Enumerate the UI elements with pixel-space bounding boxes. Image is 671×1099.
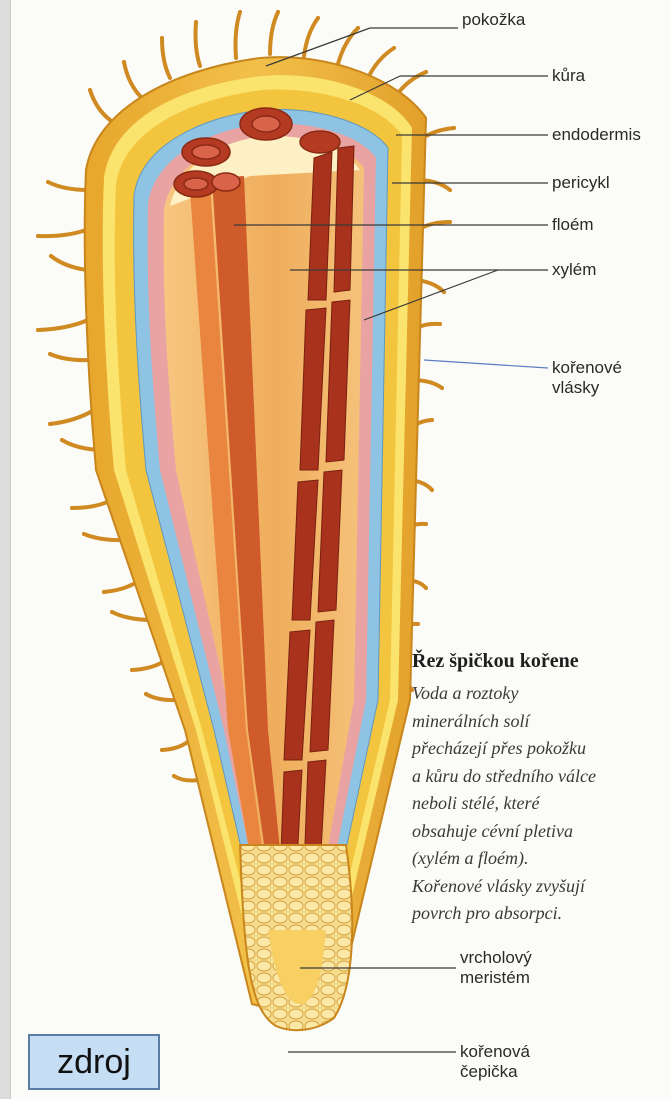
label-meristem-1: vrcholový <box>460 948 532 967</box>
caption-line: povrch pro absorpci. <box>412 900 671 928</box>
label-pericycle: pericykl <box>552 173 610 192</box>
root-hair-tip <box>88 88 92 92</box>
caption-line: neboli stélé, které <box>412 790 671 818</box>
caption-line: (xylém a floém). <box>412 845 671 873</box>
label-root-hairs-2: vlásky <box>552 378 599 397</box>
root-hair-tip <box>49 254 53 258</box>
root-hair <box>124 62 140 96</box>
root-hair-tip <box>430 488 434 492</box>
root-hair-tip <box>48 352 52 356</box>
caption-line: Kořenové vlásky zvyšují <box>412 873 671 901</box>
root-hair-tip <box>46 180 50 184</box>
root-hair-tip <box>430 418 434 422</box>
root-hair <box>51 256 87 270</box>
root-hair <box>48 182 88 190</box>
source-button[interactable]: zdroj <box>28 1034 160 1090</box>
label-phloem: floém <box>552 215 594 234</box>
root-hair-tip <box>144 692 148 696</box>
root-hair <box>162 38 170 78</box>
root-hair-tip <box>130 668 134 672</box>
label-cortex: kůra <box>552 66 585 85</box>
root-hair-tip <box>122 60 126 64</box>
label-root-cap-2: čepička <box>460 1062 518 1081</box>
root-hair-tip <box>102 590 106 594</box>
root-hair-tip <box>452 126 456 130</box>
root-hair-tip <box>60 438 64 442</box>
root-hair-tip <box>70 506 74 510</box>
root-hair-tip <box>448 188 452 192</box>
root-hair <box>270 12 278 54</box>
root-hair-tip <box>82 532 86 536</box>
caption-line: a kůru do středního válce <box>412 763 671 791</box>
root-hair-tip <box>36 234 40 238</box>
root-hair-tip <box>110 610 114 614</box>
caption-line: Voda a roztoky <box>412 680 671 708</box>
label-root-cap-1: kořenová <box>460 1042 530 1061</box>
root-hair-tip <box>316 16 320 20</box>
root-hair-tip <box>424 522 428 526</box>
root-hair-tip <box>48 422 52 426</box>
root-hair <box>368 48 394 78</box>
root-hair-tip <box>238 10 242 14</box>
root-hair-tip <box>424 586 428 590</box>
root-hair <box>236 12 241 58</box>
root-hair <box>90 90 110 120</box>
caption-line: přecházejí přes pokožku <box>412 735 671 763</box>
root-hair-tip <box>438 322 442 326</box>
root-hair <box>50 354 90 360</box>
label-xylem: xylém <box>552 260 596 279</box>
root-hair <box>38 320 88 330</box>
label-epidermis: pokožka <box>462 10 525 29</box>
root-hair <box>162 740 190 750</box>
root-hair-tip <box>36 328 40 332</box>
caption-body: Voda a roztoky minerálních solí přecháze… <box>412 680 671 928</box>
root-hair-tip <box>356 26 360 30</box>
root-hair <box>196 22 201 66</box>
root-hair-tip <box>276 10 280 14</box>
root-hair-tip <box>448 220 452 224</box>
label-meristem-2: meristém <box>460 968 530 987</box>
root-hair-tip <box>194 20 198 24</box>
root-hair-tip <box>160 36 164 40</box>
root-hair <box>304 18 318 56</box>
root-hair-tip <box>424 70 428 74</box>
label-endodermis: endodermis <box>552 125 641 144</box>
root-hair <box>38 230 86 236</box>
caption-line: minerálních solí <box>412 708 671 736</box>
label-root-hairs-1: kořenové <box>552 358 622 377</box>
root-hair-tip <box>440 386 444 390</box>
root-hair-tip <box>416 622 420 626</box>
root-hair <box>50 410 94 424</box>
caption-line: obsahuje cévní pletiva <box>412 818 671 846</box>
root-hair-tip <box>392 46 396 50</box>
caption-title: Řez špičkou kořene <box>412 650 579 673</box>
root-hair-tip <box>172 774 176 778</box>
root-hair-tip <box>160 748 164 752</box>
